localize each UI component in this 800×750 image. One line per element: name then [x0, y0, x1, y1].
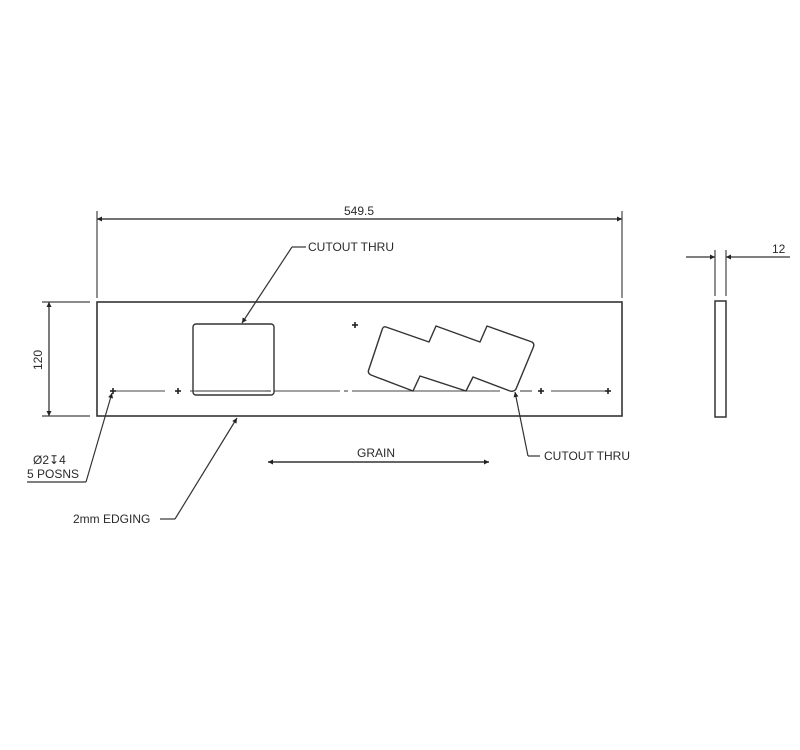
hole-note-leader [27, 392, 113, 483]
width-dimension-label: 549.5 [344, 204, 375, 218]
width-dimension [96, 211, 623, 298]
height-dimension [42, 301, 90, 417]
hole-marker-1 [110, 388, 116, 394]
grain-label: GRAIN [357, 446, 396, 460]
height-dimension-label: 120 [31, 349, 46, 371]
hole-marker-2 [175, 388, 181, 394]
hole-marker-4 [538, 388, 544, 394]
cutout-label-bottom: CUTOUT THRU [544, 449, 631, 463]
hole-note-diameter: Ø2↧4 [33, 453, 66, 467]
cutout-leader-top [241, 246, 306, 324]
side-view-outline [714, 300, 727, 418]
cutout-label-top: CUTOUT THRU [308, 240, 395, 254]
hole-marker-3 [352, 322, 358, 328]
side-view [686, 250, 790, 418]
drill-holes [110, 322, 611, 394]
rectangular-cutout [192, 323, 275, 396]
edging-note: 2mm EDGING [73, 512, 151, 526]
thickness-dimension-label: 12 [772, 242, 786, 256]
panel-outline [96, 301, 623, 417]
hole-note-positions: 5 POSNS [27, 467, 80, 481]
cutout-leader-bottom [513, 391, 540, 457]
stepped-cutout [367, 325, 535, 392]
hole-marker-5 [605, 388, 611, 394]
edging-leader [160, 417, 238, 520]
